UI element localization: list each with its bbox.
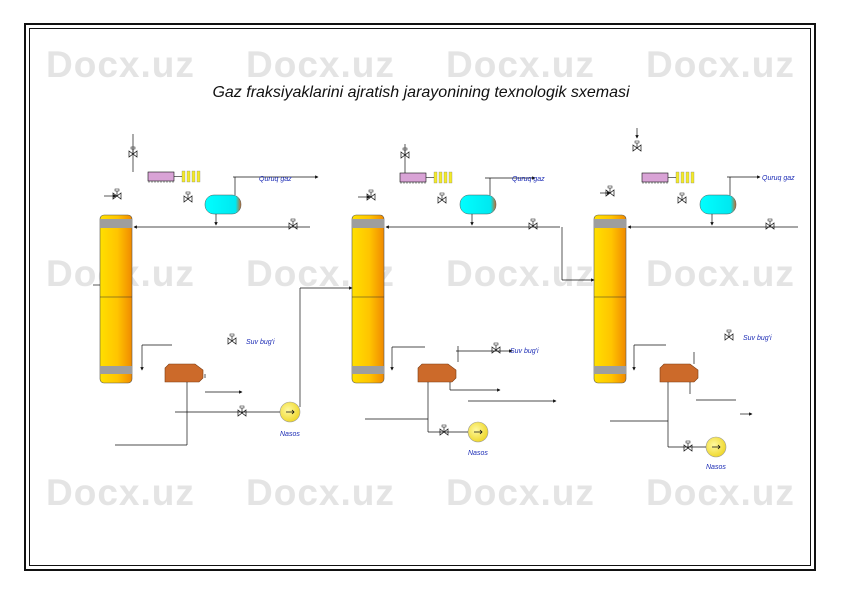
valve-icon: [491, 342, 501, 354]
valve-icon: [677, 192, 687, 204]
watermark: Docx.uz: [46, 44, 195, 85]
valve-icon: [437, 192, 447, 204]
pump: [467, 421, 489, 443]
reflux-drum: [204, 194, 242, 215]
condenser: [641, 171, 695, 184]
pump: [279, 401, 301, 423]
reflux-drum: [699, 194, 737, 215]
pump-label: Nasos: [280, 431, 300, 438]
inner-frame: [29, 28, 811, 566]
reflux-drum: [459, 194, 497, 215]
valve-icon: [288, 218, 298, 230]
watermark: Docx.uz: [446, 44, 595, 85]
valve-icon: [605, 185, 615, 197]
outer-frame: [24, 23, 816, 571]
watermark: Docx.uz: [646, 44, 795, 85]
valve-icon: [724, 329, 734, 341]
watermark: Docx.uz: [46, 472, 195, 513]
dry-gas-label: Quruq gaz: [259, 176, 292, 183]
steam-label: Suv bug'i: [743, 335, 772, 342]
steam-label: Suv bug'i: [510, 348, 539, 355]
dry-gas-label: Quruq gaz: [512, 176, 545, 183]
pump-label: Nasos: [706, 464, 726, 471]
watermark: Docx.uz: [246, 472, 395, 513]
distillation-column: [99, 214, 133, 384]
unit-2: Quruq gaz Suv bug'i Nasos: [300, 144, 563, 457]
pump: [705, 436, 727, 458]
valve-icon: [227, 333, 237, 345]
valve-icon: [237, 405, 247, 417]
valve-icon: [112, 188, 122, 200]
unit-1: Quruq gaz Suv bug'i Nasos: [93, 134, 319, 446]
valve-icon: [366, 189, 376, 201]
reboiler: [164, 363, 204, 383]
condenser: [399, 171, 453, 184]
valve-icon: [683, 440, 693, 452]
valve-icon: [632, 140, 642, 152]
distillation-column: [593, 214, 627, 384]
condenser: [147, 170, 201, 183]
unit-3: Quruq gaz Suv bug'i Nasos: [562, 128, 798, 471]
diagram-title: Gaz fraksiyaklarini ajratish jarayoninin…: [212, 84, 630, 101]
steam-label: Suv bug'i: [246, 339, 275, 346]
valve-icon: [528, 218, 538, 230]
valve-icon: [765, 218, 775, 230]
watermark: Docx.uz: [646, 253, 795, 294]
watermark: Docx.uz: [446, 253, 595, 294]
valve-icon: [439, 424, 449, 436]
watermark: Docx.uz: [446, 472, 595, 513]
watermark: Docx.uz: [646, 472, 795, 513]
dry-gas-label: Quruq gaz: [762, 175, 795, 182]
distillation-column: [351, 214, 385, 384]
valve-icon: [183, 191, 193, 203]
watermark: Docx.uz: [246, 44, 395, 85]
pump-label: Nasos: [468, 450, 488, 457]
reboiler: [659, 363, 699, 383]
reboiler: [417, 363, 457, 383]
